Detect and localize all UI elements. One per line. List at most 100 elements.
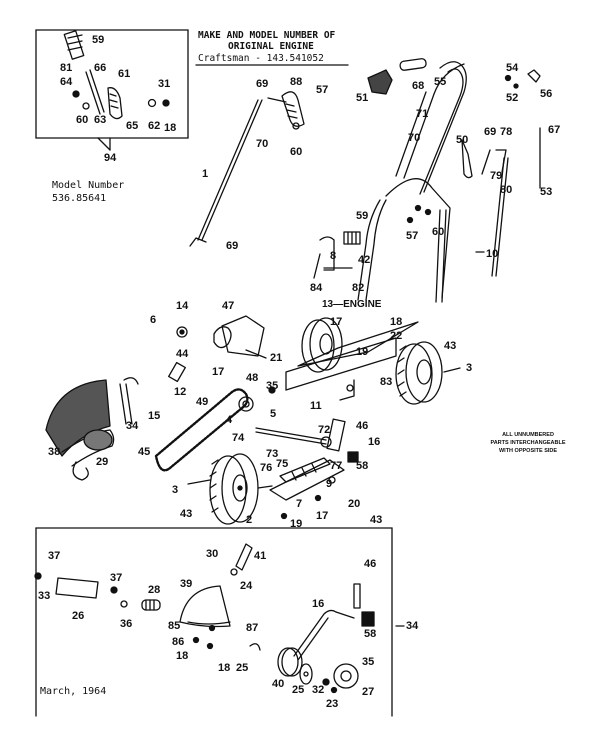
part-number: 46 bbox=[364, 558, 377, 570]
washer-62 bbox=[147, 98, 157, 108]
guard-39 bbox=[179, 585, 231, 650]
part-number: 37 bbox=[48, 550, 61, 562]
part-number: 31 bbox=[158, 78, 171, 90]
part-number: 62 bbox=[148, 120, 161, 132]
part-number: 25 bbox=[292, 684, 305, 696]
part-number: 43 bbox=[180, 508, 193, 520]
part-number: 84 bbox=[310, 282, 323, 294]
gear-14 bbox=[176, 326, 188, 338]
part-number: 17 bbox=[330, 316, 343, 328]
spring-59 bbox=[63, 30, 85, 60]
part-number: 1 bbox=[202, 168, 209, 180]
part-number: 18 bbox=[218, 662, 231, 674]
part-number: 64 bbox=[60, 76, 73, 88]
part-number: 36 bbox=[120, 618, 133, 630]
handle-pin-66 bbox=[85, 69, 105, 115]
part-number: 35 bbox=[362, 656, 375, 668]
part-number: 9 bbox=[326, 478, 333, 490]
inset-number-34: 34 bbox=[406, 620, 419, 632]
part-number: 21 bbox=[270, 352, 283, 364]
part-number: 56 bbox=[540, 88, 553, 100]
wheel-rear bbox=[301, 317, 343, 373]
lever-assembly bbox=[189, 91, 305, 247]
part-number: 54 bbox=[506, 62, 519, 74]
part-number: 24 bbox=[240, 580, 253, 592]
part-number: 5 bbox=[270, 408, 277, 420]
part-number: 6 bbox=[150, 314, 157, 326]
part-number: 68 bbox=[412, 80, 425, 92]
bracket-46 bbox=[353, 583, 375, 627]
part-number: 34 bbox=[126, 420, 139, 432]
part-number: 72 bbox=[318, 424, 331, 436]
part-number: 30 bbox=[206, 548, 219, 560]
handle-assembly bbox=[357, 58, 541, 303]
nut-18 bbox=[162, 99, 170, 107]
part-number: 69 bbox=[484, 126, 497, 138]
part-number: 41 bbox=[254, 550, 267, 562]
part-number: 40 bbox=[272, 678, 285, 690]
part-number: 29 bbox=[96, 456, 109, 468]
part-number: 23 bbox=[326, 698, 339, 710]
part-number: 15 bbox=[148, 410, 161, 422]
part-number: 55 bbox=[434, 76, 447, 88]
part-number: 28 bbox=[148, 584, 161, 596]
part-number: 26 bbox=[72, 610, 85, 622]
part-number: 61 bbox=[118, 68, 131, 80]
part-number: 27 bbox=[362, 686, 375, 698]
part-number: 70 bbox=[408, 132, 421, 144]
part-number: 50 bbox=[456, 134, 469, 146]
part-number: 3 bbox=[172, 484, 179, 496]
spring-28 bbox=[141, 599, 161, 611]
roller-40 bbox=[277, 647, 303, 677]
wheel-right bbox=[395, 341, 461, 405]
part-number: 22 bbox=[390, 330, 403, 342]
note-line-1: ALL UNNUMBERED bbox=[502, 432, 554, 438]
part-number: 69 bbox=[256, 78, 269, 90]
part-number: 51 bbox=[356, 92, 369, 104]
bar-26 bbox=[55, 577, 99, 599]
frame-11 bbox=[285, 321, 419, 401]
part-number: 66 bbox=[94, 62, 107, 74]
part-number: 25 bbox=[236, 662, 249, 674]
part-number: 71 bbox=[416, 108, 429, 120]
part-number: 19 bbox=[356, 346, 369, 358]
part-number: 73 bbox=[266, 448, 279, 460]
part-number: 14 bbox=[176, 300, 189, 312]
part-number: 12 bbox=[174, 386, 187, 398]
pulley-5 bbox=[238, 396, 254, 412]
part-number: 70 bbox=[256, 138, 269, 150]
part-number: 88 bbox=[290, 76, 303, 88]
part-number: 44 bbox=[176, 348, 189, 360]
model-number: 536.85641 bbox=[52, 193, 107, 204]
nut-64 bbox=[72, 90, 80, 98]
part-number: 80 bbox=[500, 184, 513, 196]
part-number: 58 bbox=[356, 460, 369, 472]
inset-box-top bbox=[35, 29, 189, 139]
part-number: 83 bbox=[380, 376, 393, 388]
part-number: 38 bbox=[48, 446, 61, 458]
header-line-2: ORIGINAL ENGINE bbox=[228, 41, 314, 52]
header-line-1: MAKE AND MODEL NUMBER OF bbox=[198, 30, 336, 41]
pin-41 bbox=[230, 543, 253, 576]
part-number: 57 bbox=[316, 84, 329, 96]
pulley-27 bbox=[333, 663, 359, 689]
part-number: 59 bbox=[356, 210, 369, 222]
part-number: 16 bbox=[312, 598, 325, 610]
part-number: 11 bbox=[310, 400, 322, 412]
part-number: 53 bbox=[540, 186, 553, 198]
part-number: 65 bbox=[126, 120, 139, 132]
part-number: 16 bbox=[368, 436, 381, 448]
part-number: 76 bbox=[260, 462, 273, 474]
part-number: 60 bbox=[76, 114, 89, 126]
part-number: 63 bbox=[94, 114, 107, 126]
engine-label: 13—ENGINE bbox=[322, 299, 382, 310]
part-number: 18 bbox=[390, 316, 403, 328]
part-number: 2 bbox=[246, 514, 253, 526]
part-number: 48 bbox=[246, 372, 259, 384]
axle-73 bbox=[255, 427, 332, 448]
part-number: 8 bbox=[330, 250, 337, 262]
part-number: 67 bbox=[548, 124, 561, 136]
part-number: 52 bbox=[506, 92, 519, 104]
part-number: 42 bbox=[358, 254, 371, 266]
part-number: 43 bbox=[444, 340, 457, 352]
